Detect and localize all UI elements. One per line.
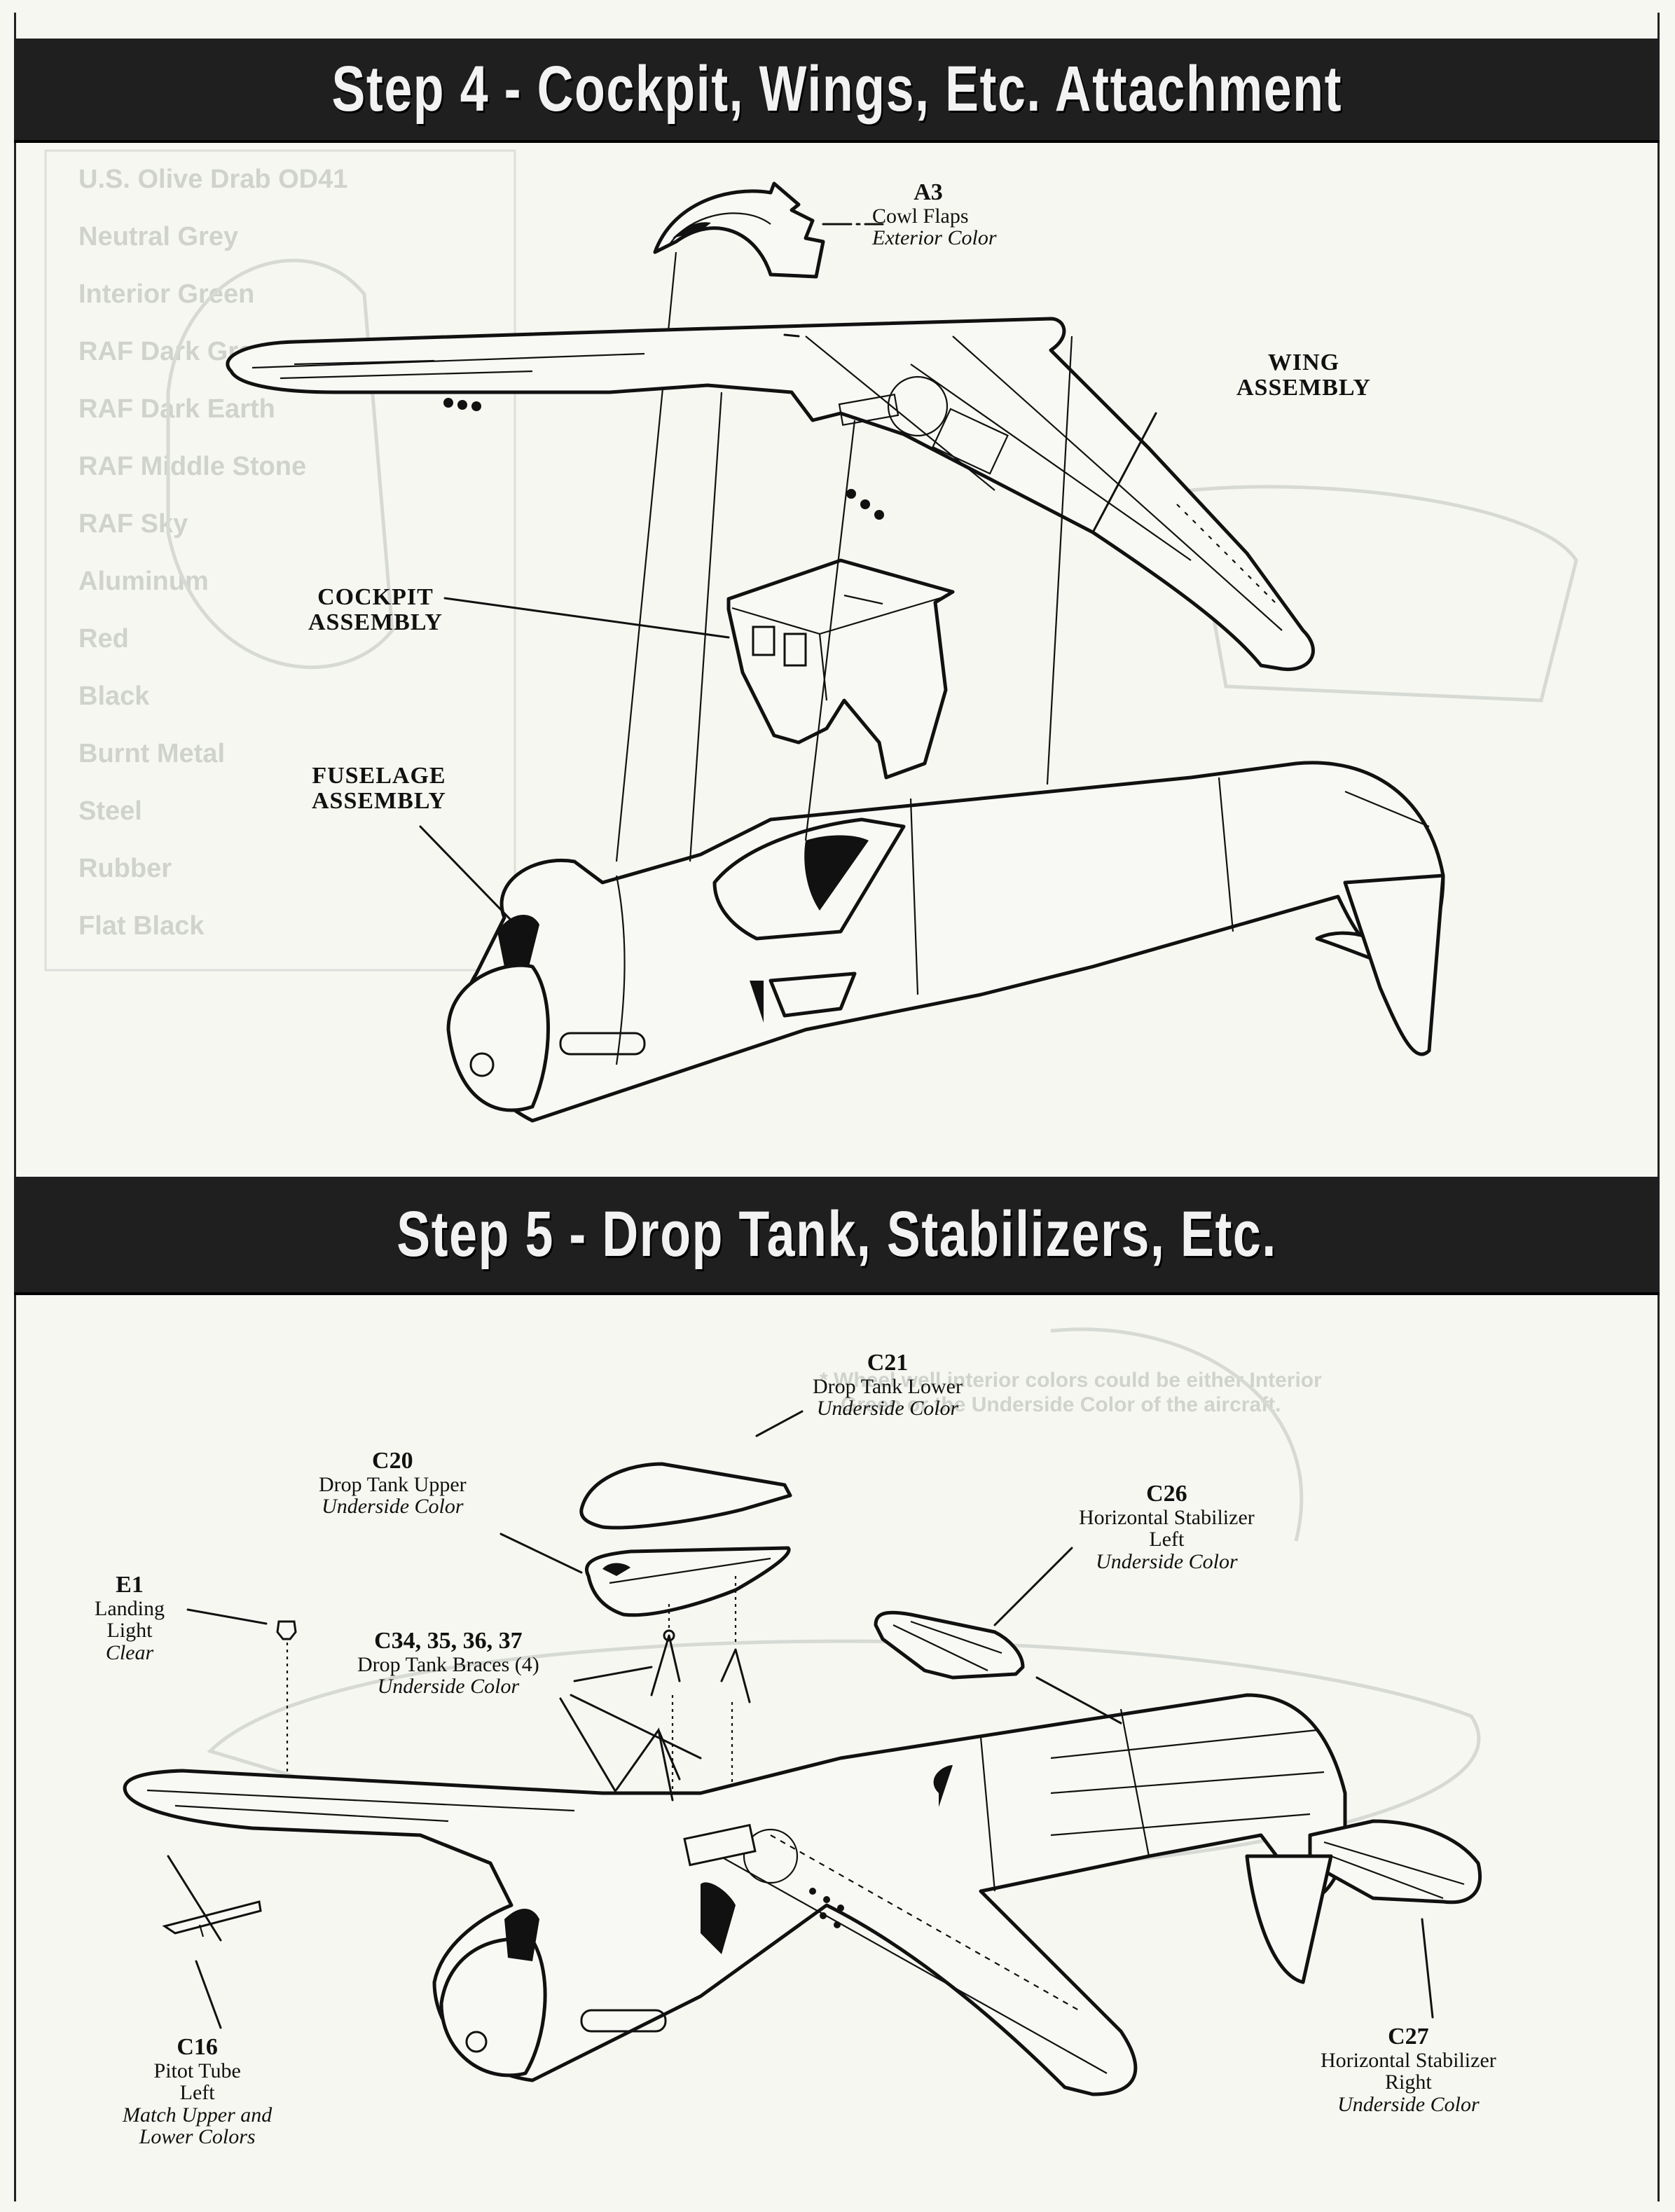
wing-leader-line xyxy=(1091,412,1157,534)
part-number: C34, 35, 36, 37 xyxy=(374,1628,523,1654)
part-color: Exterior Color xyxy=(872,226,997,250)
c21-leader-line xyxy=(755,1410,804,1437)
cockpit-assembly-drawing xyxy=(726,558,955,780)
ghost-chart-row: Black xyxy=(78,682,150,711)
part-name: Pitot Tube xyxy=(153,2059,241,2082)
aircraft-assembly-drawing xyxy=(123,1693,1482,2096)
part-name: Drop Tank Braces (4) xyxy=(357,1652,539,1676)
fuselage-assembly-drawing xyxy=(446,761,1445,1123)
part-number: C26 xyxy=(1146,1481,1187,1507)
part-side: Left xyxy=(1149,1528,1185,1551)
step-4-title: Step 4 - Cockpit, Wings, Etc. Attachment xyxy=(331,53,1342,125)
step-4-header: Step 4 - Cockpit, Wings, Etc. Attachment xyxy=(14,39,1660,143)
drop-tank-lower-part-c21 xyxy=(579,1462,792,1530)
part-color: Underside Color xyxy=(377,1675,520,1699)
part-number: C20 xyxy=(372,1448,413,1474)
part-label-c20: C20 Drop Tank Upper Underside Color xyxy=(319,1449,467,1518)
ghost-color-chart: U.S. Olive Drab OD41 Neutral Grey Interi… xyxy=(44,149,516,972)
step-5-title: Step 5 - Drop Tank, Stabilizers, Etc. xyxy=(397,1198,1277,1270)
part-name: Landing xyxy=(95,1596,165,1620)
part-label-e1: E1 Landing Light Clear xyxy=(95,1572,165,1664)
part-color: Underside Color xyxy=(1337,2092,1480,2116)
part-name: Light xyxy=(106,1619,153,1643)
part-number: C16 xyxy=(177,2034,218,2060)
c26-leader-line xyxy=(1035,1676,1122,1724)
label-line: COCKPIT xyxy=(317,584,434,610)
cockpit-leader-line xyxy=(443,597,730,639)
part-name: Drop Tank Upper xyxy=(319,1472,467,1496)
ghost-chart-row: RAF Dark Earth xyxy=(78,394,275,424)
part-side: Left xyxy=(179,2081,215,2105)
part-number: C27 xyxy=(1388,2024,1429,2049)
ghost-chart-row: Burnt Metal xyxy=(78,739,225,768)
pitot-tube-part-c16 xyxy=(162,1900,262,1937)
label-line: ASSEMBLY xyxy=(1236,374,1371,401)
part-side: Right xyxy=(1385,2071,1432,2094)
ghost-chart-row: Aluminum xyxy=(78,567,209,596)
label-line: ASSEMBLY xyxy=(312,787,446,814)
landing-light-part-e1 xyxy=(276,1620,297,1786)
part-label-braces: C34, 35, 36, 37 Drop Tank Braces (4) Und… xyxy=(357,1629,539,1698)
fuselage-leader-line xyxy=(419,825,530,940)
part-number: E1 xyxy=(116,1572,144,1598)
label-line: ASSEMBLY xyxy=(308,609,443,635)
ghost-chart-row: Red xyxy=(78,624,129,654)
ghost-note: Green or the Underside Color of the airc… xyxy=(841,1393,1281,1416)
part-color: Underside Color xyxy=(816,1397,959,1420)
fuselage-assembly-label: FUSELAGE ASSEMBLY xyxy=(312,763,446,813)
page-frame xyxy=(14,13,1660,2201)
ghost-chart-row: Steel xyxy=(78,796,142,826)
part-label-c16: C16 Pitot Tube Left Match Upper and Lowe… xyxy=(123,2035,272,2148)
braces-leader-line xyxy=(573,1666,653,1682)
ghost-chart-row: Neutral Grey xyxy=(78,222,238,251)
part-color: Lower Colors xyxy=(139,2125,256,2149)
c16-leader-line xyxy=(195,1960,222,2029)
wing-assembly-label: WING ASSEMBLY xyxy=(1236,350,1371,400)
label-line: WING xyxy=(1267,350,1340,375)
part-label-a3: A3 Cowl Flaps Exterior Color xyxy=(872,180,997,249)
part-name: Drop Tank Lower xyxy=(813,1374,963,1398)
part-label-c27: C27 Horizontal Stabilizer Right Undersid… xyxy=(1321,2024,1496,2115)
part-number: A3 xyxy=(914,179,943,205)
ghost-chart-row: RAF Middle Stone xyxy=(78,452,306,481)
ghost-chart-row: Rubber xyxy=(78,854,172,883)
drop-tank-upper-part-c20 xyxy=(585,1546,791,1617)
ghost-chart-row: U.S. Olive Drab OD41 xyxy=(78,165,347,194)
step-5-header: Step 5 - Drop Tank, Stabilizers, Etc. xyxy=(14,1177,1660,1295)
cockpit-assembly-label: COCKPIT ASSEMBLY xyxy=(308,585,443,635)
part-name: Horizontal Stabilizer xyxy=(1321,2048,1496,2072)
c26-leader-line xyxy=(993,1547,1073,1626)
braces-leader-line xyxy=(570,1694,702,1760)
c16-leader-line xyxy=(167,1855,222,1942)
part-label-c26: C26 Horizontal Stabilizer Left Underside… xyxy=(1079,1481,1255,1572)
part-name: Cowl Flaps xyxy=(872,204,969,228)
part-color: Match Upper and xyxy=(123,2103,273,2127)
e1-leader-line xyxy=(186,1608,268,1625)
wing-assembly-drawing xyxy=(226,317,1315,672)
ghost-chart-row: Flat Black xyxy=(78,911,205,941)
part-label-c21: C21 Drop Tank Lower Underside Color xyxy=(813,1350,963,1420)
part-color: Underside Color xyxy=(1096,1549,1238,1573)
part-number: C21 xyxy=(867,1350,909,1376)
horizontal-stabilizer-left-part-c26 xyxy=(874,1610,1025,1680)
part-name: Horizontal Stabilizer xyxy=(1079,1505,1255,1529)
c27-leader-line xyxy=(1421,1918,1434,2019)
c20-leader-line xyxy=(499,1533,583,1574)
part-color: Clear xyxy=(105,1640,154,1664)
label-line: FUSELAGE xyxy=(312,763,446,789)
part-color: Underside Color xyxy=(322,1495,464,1519)
ghost-note: * Wheel well interior colors could be ei… xyxy=(820,1369,1322,1392)
braces-leader-line xyxy=(559,1697,618,1795)
